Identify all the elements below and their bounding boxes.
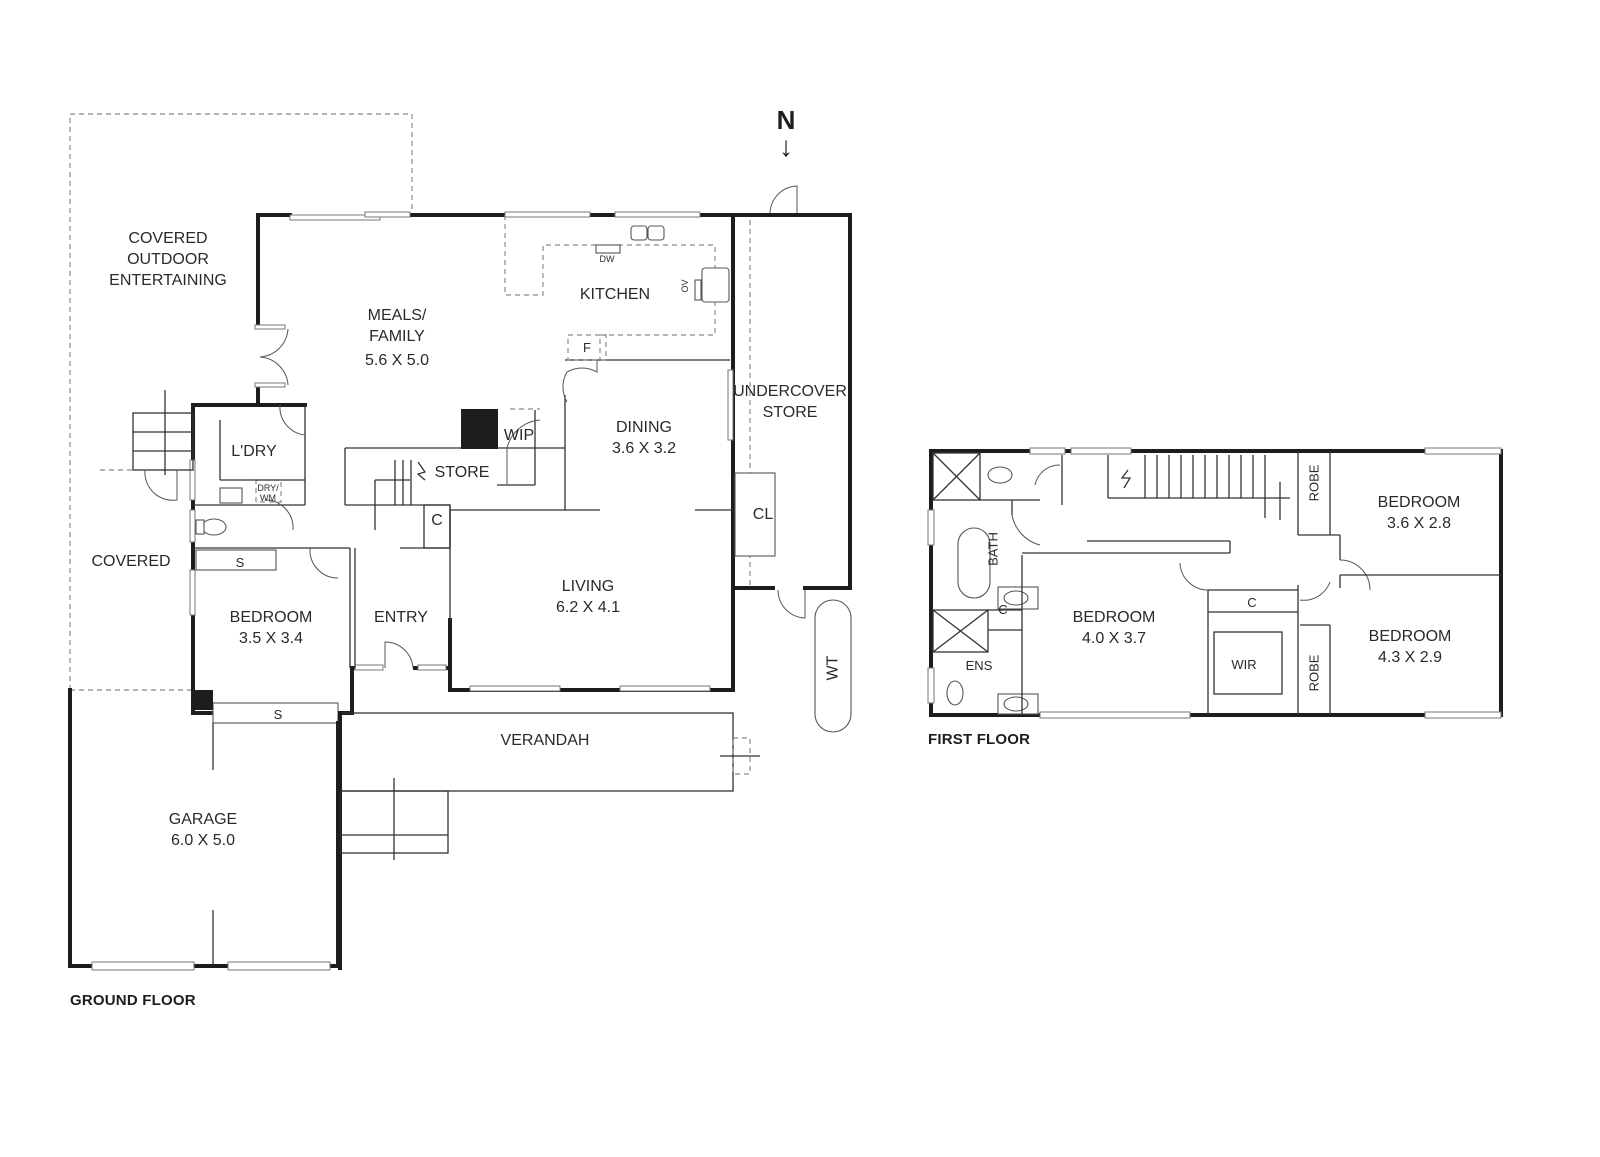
cupboard-c-hall: C (1247, 595, 1257, 610)
room-kitchen: KITCHEN (579, 286, 651, 303)
storage-s-garage: S (273, 707, 283, 722)
arrow-down-icon: ↓ (779, 131, 793, 162)
room-undercover-store: UNDERCOVER STORE (733, 383, 847, 421)
storage-s-bedroom: S (235, 555, 245, 570)
north-compass: N ↓ (776, 105, 796, 162)
room-store: STORE (434, 464, 490, 481)
first-floor-plan (927, 447, 1503, 719)
ground-floor-title: GROUND FLOOR (70, 992, 196, 1009)
ground-floor-plan (68, 113, 852, 971)
room-garage: GARAGE 6.0 X 5.0 (168, 811, 238, 849)
exterior-stairs-west (100, 390, 194, 501)
room-wir: WIR (1231, 657, 1257, 672)
robe-lower: ROBE (1306, 654, 1322, 692)
first-floor-title: FIRST FLOOR (928, 731, 1031, 748)
room-wip: WIP (503, 427, 535, 444)
room-meals-family: MEALS/ FAMILY 5.6 X 5.0 (364, 307, 430, 369)
room-bedroom-2: BEDROOM 3.6 X 2.8 (1377, 494, 1461, 532)
room-dining: DINING 3.6 X 3.2 (611, 419, 677, 457)
cupboard-c-ensuite: C (998, 602, 1008, 617)
room-verandah: VERANDAH (500, 732, 590, 749)
room-bedroom-3: BEDROOM 4.3 X 2.9 (1368, 628, 1452, 666)
first-floor-stairs (1107, 455, 1290, 520)
oven-label: OV (680, 279, 690, 293)
robe-upper: ROBE (1306, 464, 1322, 502)
room-ensuite: ENS (965, 658, 993, 673)
kitchen-bench (504, 215, 730, 361)
cupboard-cl: CL (752, 506, 774, 523)
room-covered: COVERED (91, 553, 171, 570)
dryer-washer-label: DRY/ WM (257, 483, 279, 503)
fridge-label: F (583, 340, 591, 355)
room-living: LIVING 6.2 X 4.1 (555, 578, 621, 616)
room-bath: BATH (985, 532, 1001, 566)
dishwasher-label: DW (599, 254, 615, 264)
cupboard-c-ground: C (431, 512, 443, 529)
north-label: N (776, 105, 796, 135)
ground-stairs (374, 460, 427, 530)
room-covered-outdoor-entertaining: COVERED OUTDOOR ENTERTAINING (109, 230, 227, 289)
room-bedroom-ground: BEDROOM 3.5 X 3.4 (229, 609, 313, 647)
room-main-bedroom: BEDROOM 4.0 X 3.7 (1072, 609, 1156, 647)
water-tank: WT (824, 655, 842, 681)
room-entry: ENTRY (374, 609, 428, 626)
room-laundry: L'DRY (231, 443, 277, 460)
